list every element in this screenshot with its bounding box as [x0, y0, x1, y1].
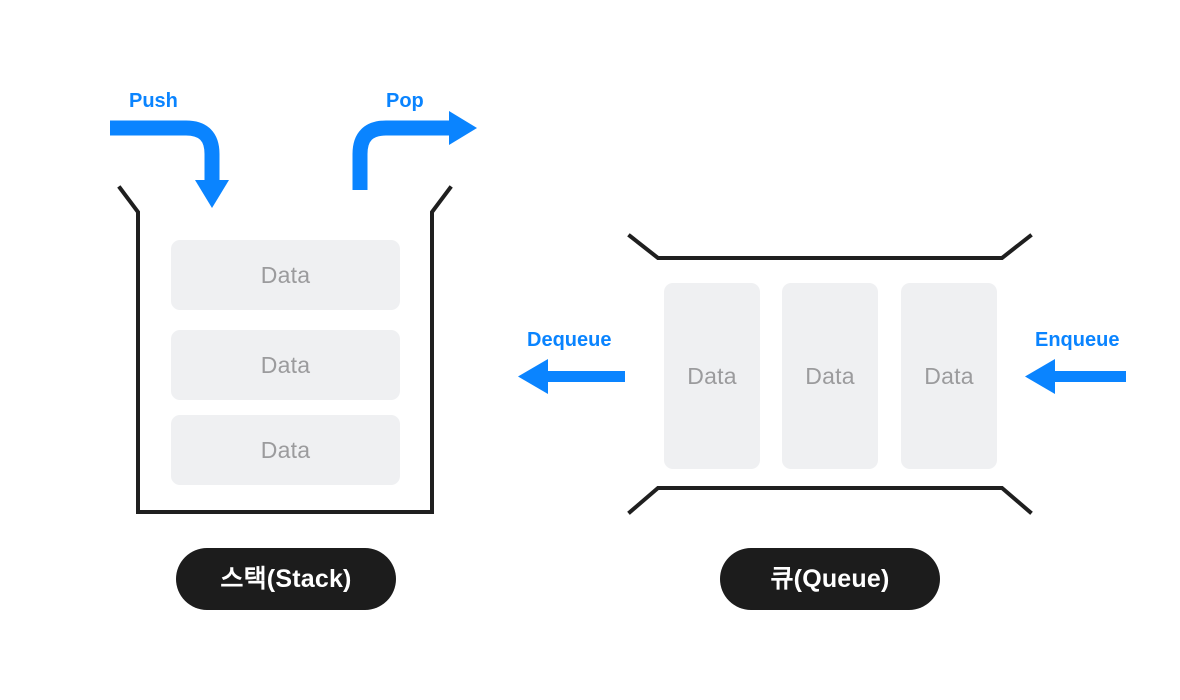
- queue-title-label: 큐(Queue): [770, 564, 890, 593]
- push-arrow: [110, 120, 229, 208]
- push-operation-label: Push: [129, 90, 178, 112]
- dequeue-arrow: [518, 359, 625, 394]
- stack-title-label: 스택(Stack): [220, 564, 352, 593]
- enqueue-arrow: [1025, 359, 1126, 394]
- stack-data-cell: Data: [171, 330, 400, 400]
- dequeue-operation-label: Dequeue: [527, 329, 612, 351]
- stack-data-cell: Data: [171, 240, 400, 310]
- queue-data-cell: Data: [901, 283, 997, 469]
- queue-data-cell-label: Data: [687, 362, 737, 389]
- stack-data-cell-label: Data: [260, 261, 311, 288]
- queue-data-cell: Data: [664, 283, 760, 469]
- enqueue-operation-label: Enqueue: [1035, 329, 1120, 351]
- stack-data-cell: Data: [171, 415, 400, 485]
- queue-data-cell-label: Data: [924, 362, 974, 389]
- pop-arrow: [352, 111, 477, 190]
- queue-title-pill: 큐(Queue): [720, 548, 940, 610]
- pop-operation-label: Pop: [386, 90, 424, 112]
- stack-title-pill: 스택(Stack): [176, 548, 396, 610]
- queue-data-cell: Data: [782, 283, 878, 469]
- stack-data-cell-label: Data: [260, 436, 311, 463]
- stack-data-cell-label: Data: [260, 351, 311, 378]
- queue-data-cell-label: Data: [805, 362, 855, 389]
